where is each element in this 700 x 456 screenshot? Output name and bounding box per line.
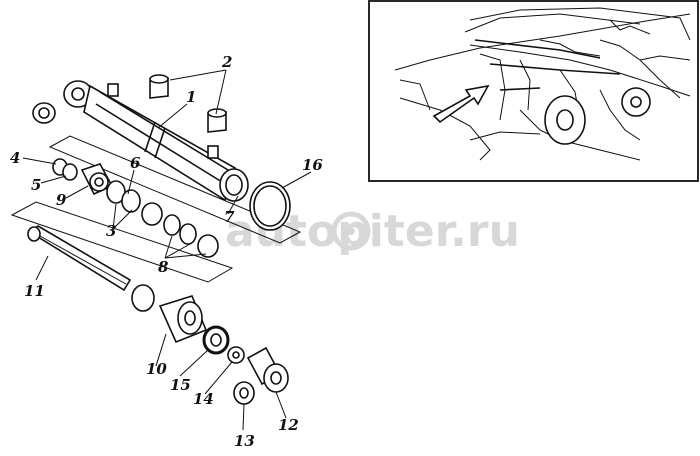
seal-ring-7 (141, 202, 163, 226)
callout-11: 11 (24, 282, 45, 300)
o-ring-5 (62, 163, 78, 181)
callout-12: 12 (278, 416, 299, 434)
callout-13: 13 (234, 432, 255, 450)
locator-inset (368, 0, 699, 182)
watermark-logo-icon (331, 211, 371, 251)
retaining-ring-16 (249, 181, 291, 231)
bushing-13 (233, 381, 255, 405)
callout-16: 16 (302, 156, 323, 174)
wiper-15 (202, 325, 230, 355)
callout-15: 15 (170, 376, 191, 394)
ring-group-bracket-lower (10, 201, 234, 283)
seal-ring-8a (163, 214, 181, 236)
callout-3: 3 (106, 222, 116, 240)
gland-10 (158, 295, 208, 344)
seal-ring-8b (179, 223, 197, 245)
callout-5: 5 (31, 176, 41, 194)
arrow-icon (432, 84, 490, 124)
callout-1: 1 (186, 88, 196, 106)
rod-eye-12 (246, 346, 289, 393)
callout-2: 2 (221, 53, 232, 71)
dust-cap-upper (149, 74, 169, 99)
ring-group-bracket-upper (48, 135, 302, 244)
nut-14 (227, 346, 245, 364)
cylinder-body (63, 80, 249, 202)
callout-7: 7 (224, 208, 235, 226)
bushing-upper (32, 102, 56, 124)
callout-4: 4 (10, 149, 20, 167)
o-ring-lower (131, 284, 155, 312)
seal-ring-3a (121, 189, 141, 213)
dust-cap-lower (207, 108, 227, 133)
piston-rod-11 (27, 225, 132, 292)
callout-10: 10 (146, 360, 167, 378)
leader-lines (22, 69, 312, 431)
callout-8: 8 (158, 258, 169, 276)
callout-14: 14 (193, 390, 214, 408)
callout-labels: 1 2 3 4 5 6 7 8 9 10 11 12 13 14 15 16 (10, 53, 323, 450)
callout-9: 9 (56, 191, 67, 209)
callout-6: 6 (130, 154, 141, 172)
seal-ring-8c (197, 234, 219, 258)
